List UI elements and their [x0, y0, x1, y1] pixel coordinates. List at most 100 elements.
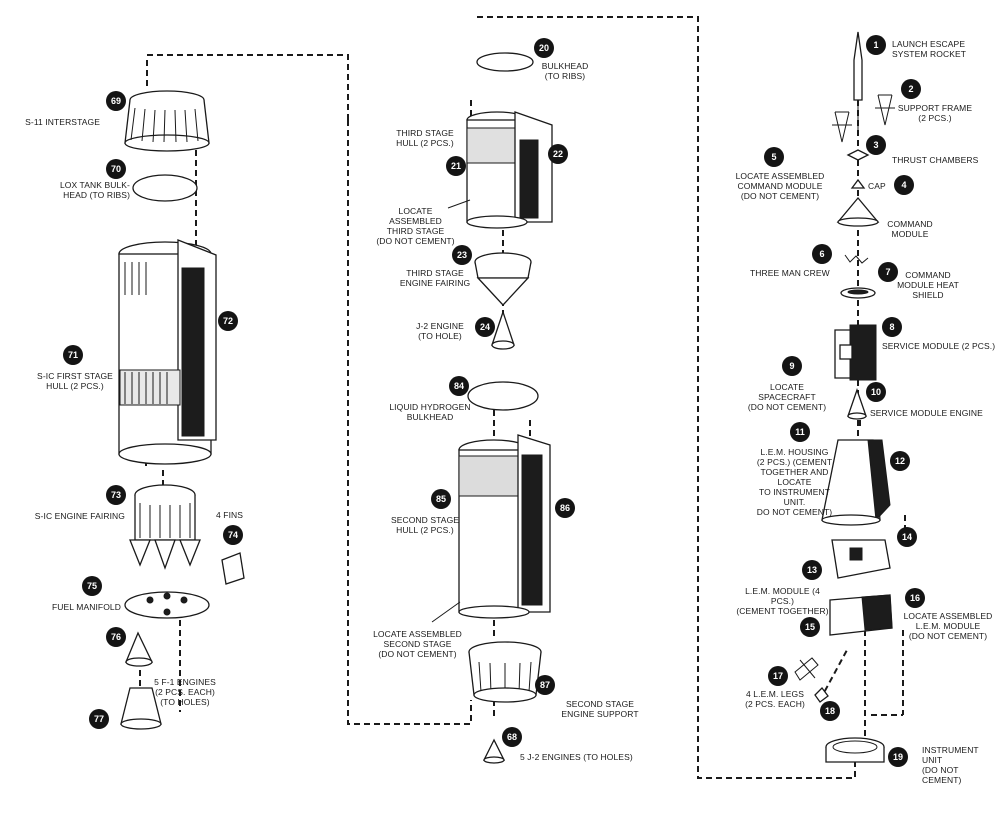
label-heat-shield: COMMAND MODULE HEAT SHIELD — [897, 270, 959, 300]
badge-24: 24 — [475, 317, 495, 337]
badge-72: 72 — [218, 311, 238, 331]
badge-70: 70 — [106, 159, 126, 179]
badge-76: 76 — [106, 627, 126, 647]
label-s-ii-interstage: S-11 INTERSTAGE — [25, 117, 100, 127]
label-service-module: SERVICE MODULE (2 pcs.) — [882, 341, 996, 351]
cap — [850, 178, 866, 189]
third-stage-hull — [466, 111, 553, 229]
badge-20: 20 — [534, 38, 554, 58]
badge-84: 84 — [449, 376, 469, 396]
badge-19: 19 — [888, 747, 908, 767]
badge-4: 4 — [894, 175, 914, 195]
label-hydrogen-bulkhead: LIQUID HYDROGEN BULKHEAD — [389, 402, 471, 422]
label-fins: 4 FINS — [216, 510, 244, 520]
f1-engine-small — [125, 631, 154, 667]
badge-5: 5 — [764, 147, 784, 167]
label-first-stage-hull: S-IC FIRST STAGE HULL (2 pcs.) — [37, 371, 113, 391]
badge-74: 74 — [223, 525, 243, 545]
s-ic-engine-fairing — [129, 484, 201, 570]
badge-87: 87 — [535, 675, 555, 695]
badge-7: 7 — [878, 262, 898, 282]
fuel-manifold — [124, 591, 210, 619]
label-instrument-unit: INSTRUMENT UNIT (DO NOT CEMENT) — [922, 745, 979, 785]
badge-8: 8 — [882, 317, 902, 337]
badge-13: 13 — [802, 560, 822, 580]
instrument-unit — [825, 737, 885, 763]
label-three-man-crew: THREE MAN CREW — [750, 268, 830, 278]
label-launch-escape: LAUNCH ESCAPE SYSTEM ROCKET — [892, 39, 967, 59]
badge-16: 16 — [905, 588, 925, 608]
badge-86: 86 — [555, 498, 575, 518]
label-engine-fairing: S-IC ENGINE FAIRING — [34, 511, 125, 521]
badge-12: 12 — [890, 451, 910, 471]
label-lem-module: L.E.M. MODULE (4 pcs.) (Cement together) — [736, 586, 829, 616]
label-second-stage-hull: SECOND STAGE HULL (2 pcs.) — [390, 515, 460, 535]
second-stage-hull — [458, 434, 551, 619]
label-lem-housing: L.E.M. HOUSING (2 pcs.) (Cement together… — [756, 447, 833, 517]
badge-75: 75 — [82, 576, 102, 596]
label-locate-second-stage: LOCATE ASSEMBLED SECOND STAGE (DO NOT CE… — [373, 629, 462, 659]
label-j2-engines: 5 J-2 ENGINES (to holes) — [520, 752, 633, 762]
label-bulkhead: BULKHEAD (to ribs) — [541, 61, 589, 81]
badge-2: 2 — [901, 79, 921, 99]
fins — [221, 552, 245, 585]
badge-6: 6 — [812, 244, 832, 264]
label-support-frame: SUPPORT FRAME (2 pcs.) — [897, 103, 973, 123]
support-frame — [832, 94, 895, 143]
label-thrust-chambers: THRUST CHAMBERS — [892, 155, 979, 165]
badge-1: 1 — [866, 35, 886, 55]
lox-bulkhead — [132, 174, 198, 202]
command-module-heat-shield — [840, 287, 876, 299]
third-stage-bulkhead — [476, 52, 534, 72]
badge-23: 23 — [452, 245, 472, 265]
badge-10: 10 — [866, 382, 886, 402]
label-locate-lem: LOCATE ASSEMBLED L.E.M. MODULE (DO NOT C… — [903, 611, 993, 641]
lem-legs — [794, 657, 819, 681]
badge-15: 15 — [800, 617, 820, 637]
lem-housing — [821, 439, 891, 526]
badge-9: 9 — [782, 356, 802, 376]
badge-11: 11 — [790, 422, 810, 442]
j2-engine-small — [491, 309, 515, 350]
badge-18: 18 — [820, 701, 840, 721]
label-command-module: COMMAND MODULE — [887, 219, 933, 239]
label-j2-engine: J-2 ENGINE (to hole) — [416, 321, 464, 341]
label-f1-engines: 5 F-1 ENGINES (2 pcs. each) (to holes) — [154, 677, 216, 707]
third-stage-engine-fairing — [474, 252, 532, 306]
s-ic-first-stage-hull — [118, 239, 217, 465]
badge-3: 3 — [866, 135, 886, 155]
command-module — [836, 196, 880, 227]
label-lem-legs: 4 L.E.M. LEGS (2 pcs. each) — [745, 689, 805, 709]
leader-second-stage — [431, 601, 461, 623]
second-stage-engine-support — [468, 641, 542, 703]
thrust-chambers — [846, 149, 870, 161]
leader-third-stage — [447, 199, 471, 209]
label-third-stage-hull: THIRD STAGE HULL (2 pcs.) — [396, 128, 454, 148]
label-fuel-manifold: FUEL MANIFOLD — [52, 602, 121, 612]
lem-module-descent — [829, 594, 893, 636]
badge-21: 21 — [446, 156, 466, 176]
badge-77: 77 — [89, 709, 109, 729]
label-locate-spacecraft: LOCATE SPACECRAFT (DO NOT CEMENT) — [747, 382, 827, 412]
service-module — [834, 324, 877, 381]
label-cap: CAP — [868, 181, 886, 191]
s-ii-interstage — [124, 90, 210, 152]
badge-85: 85 — [431, 489, 451, 509]
lem-footpad — [814, 687, 829, 703]
badge-14: 14 — [897, 527, 917, 547]
label-service-module-engine: SERVICE MODULE ENGINE — [870, 408, 983, 418]
badge-17: 17 — [768, 666, 788, 686]
label-locate-command-module: LOCATE ASSEMBLED COMMAND MODULE (DO NOT … — [735, 171, 825, 201]
j2-engine-bell — [482, 738, 506, 764]
badge-69: 69 — [106, 91, 126, 111]
label-third-stage-fairing: THIRD STAGE ENGINE FAIRING — [399, 268, 471, 288]
lem-module-ascent — [831, 539, 891, 579]
badge-68: 68 — [502, 727, 522, 747]
launch-escape-rocket — [853, 31, 863, 130]
label-lox-bulkhead: LOX TANK BULK- HEAD (to ribs) — [59, 180, 130, 200]
badge-22: 22 — [548, 144, 568, 164]
assembly-path-right — [819, 100, 906, 740]
f1-engine-bell — [120, 687, 162, 730]
three-man-crew — [844, 254, 869, 264]
